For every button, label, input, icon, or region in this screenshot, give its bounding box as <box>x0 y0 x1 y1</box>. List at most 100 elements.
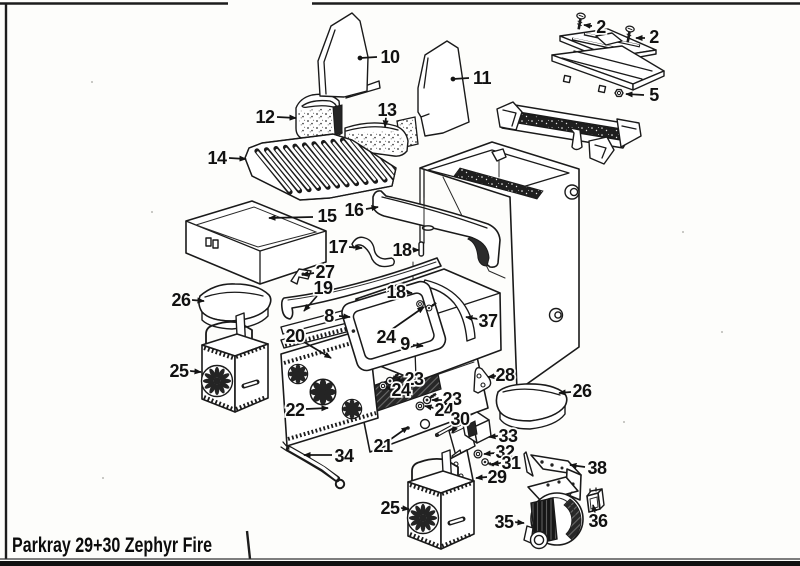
callout-17: 17 <box>327 235 363 259</box>
callout-16: 16 <box>343 198 379 222</box>
callout-number: 25 <box>169 361 189 381</box>
callout-37: 37 <box>465 309 500 333</box>
callout-number: 9 <box>400 334 410 354</box>
callout-34: 34 <box>303 444 356 468</box>
callout-22: 22 <box>284 398 329 422</box>
callout-number: 24 <box>376 327 396 347</box>
callout-number: 34 <box>334 446 354 466</box>
part-26-canopy-right <box>495 383 568 430</box>
callout-number: 38 <box>587 458 607 478</box>
part-12-firebrick <box>295 93 343 141</box>
callout-number: 26 <box>572 381 592 401</box>
part-16-canopy-strip <box>372 190 501 268</box>
callout-25: 25 <box>379 496 410 520</box>
part-34-handle <box>280 441 346 490</box>
callout-number: 36 <box>588 511 608 531</box>
callout-number: 19 <box>313 278 333 298</box>
callout-25: 25 <box>168 359 202 383</box>
screw-icon <box>573 11 587 32</box>
diagram-title: Parkray 29+30 Zephyr Fire <box>12 534 212 557</box>
callout-23: 23 <box>393 367 426 391</box>
callout-18: 18 <box>385 280 413 304</box>
part-15-ashpan <box>185 200 327 285</box>
callout-number: 35 <box>494 512 514 532</box>
callout-23: 23 <box>431 387 464 411</box>
part-5-nut <box>614 88 624 98</box>
callout-number: 16 <box>344 200 364 220</box>
callout-number: 13 <box>377 100 397 120</box>
callout-number: 15 <box>317 206 337 226</box>
callout-26: 26 <box>558 379 594 403</box>
callout-number: 18 <box>392 240 412 260</box>
callout-number: 23 <box>404 369 424 389</box>
part-32-washer <box>473 449 483 459</box>
part-28-bracket <box>473 366 492 394</box>
part-11-firebrick <box>417 40 470 137</box>
callout-number: 26 <box>171 290 191 310</box>
callout-number: 22 <box>285 400 305 420</box>
part-36-switch <box>586 487 605 513</box>
callout-number: 28 <box>495 365 515 385</box>
callout-number: 2 <box>596 17 606 37</box>
callout-19: 19 <box>303 276 335 312</box>
part-22-grille-panel <box>280 327 379 447</box>
callout-31: 31 <box>491 451 523 475</box>
part-10-firebrick <box>317 12 381 99</box>
callout-number: 18 <box>386 282 406 302</box>
part-26-canopy-left <box>198 283 272 330</box>
callout-24: 24 <box>375 306 425 349</box>
callout-number: 14 <box>207 148 227 168</box>
callout-28: 28 <box>487 363 517 387</box>
callout-number: 11 <box>473 68 492 88</box>
callout-number: 29 <box>487 467 507 487</box>
callout-13: 13 <box>376 98 399 128</box>
callout-18: 18 <box>391 238 420 262</box>
callout-8: 8 <box>322 304 351 328</box>
callout-number: 5 <box>649 85 659 105</box>
callout-33: 33 <box>488 424 520 448</box>
callout-number: 33 <box>498 426 518 446</box>
callout-number: 17 <box>328 237 348 257</box>
part-17-hook <box>351 236 395 268</box>
callout-36: 36 <box>587 504 610 533</box>
callout-number: 24 <box>434 400 454 420</box>
callout-26: 26 <box>170 288 205 312</box>
callout-2: 2 <box>583 15 608 39</box>
callout-number: 27 <box>315 262 335 282</box>
callout-number: 24 <box>391 380 411 400</box>
callout-number: 23 <box>442 389 462 409</box>
callout-9: 9 <box>398 332 424 356</box>
callout-number: 12 <box>255 107 275 127</box>
callout-11: 11 <box>450 66 494 90</box>
part-19-front-bar <box>280 257 442 320</box>
callout-29: 29 <box>475 465 509 489</box>
callout-20: 20 <box>284 324 332 359</box>
callout-32: 32 <box>483 440 517 464</box>
callout-number: 20 <box>285 326 305 346</box>
collar-frame <box>496 101 642 165</box>
callout-number: 25 <box>380 498 400 518</box>
callout-10: 10 <box>357 45 402 69</box>
callout-number: 32 <box>495 442 515 462</box>
part-2-damper-plates <box>551 11 665 98</box>
callout-number: 10 <box>380 47 400 67</box>
footer-bar <box>0 561 800 566</box>
callout-35: 35 <box>493 510 525 534</box>
callout-21: 21 <box>372 426 409 458</box>
callout-12: 12 <box>254 105 297 129</box>
callout-24: 24 <box>385 378 413 402</box>
part-35-blower <box>523 476 584 550</box>
callout-27: 27 <box>301 260 337 284</box>
callout-2: 2 <box>635 25 661 49</box>
callout-24: 24 <box>424 398 456 422</box>
part-25-convector-right <box>406 449 475 550</box>
callout-number: 37 <box>478 311 498 331</box>
callout-number: 2 <box>649 27 659 47</box>
callout-number: 8 <box>324 306 334 326</box>
callout-number: 31 <box>501 453 521 473</box>
callout-15: 15 <box>268 204 339 228</box>
